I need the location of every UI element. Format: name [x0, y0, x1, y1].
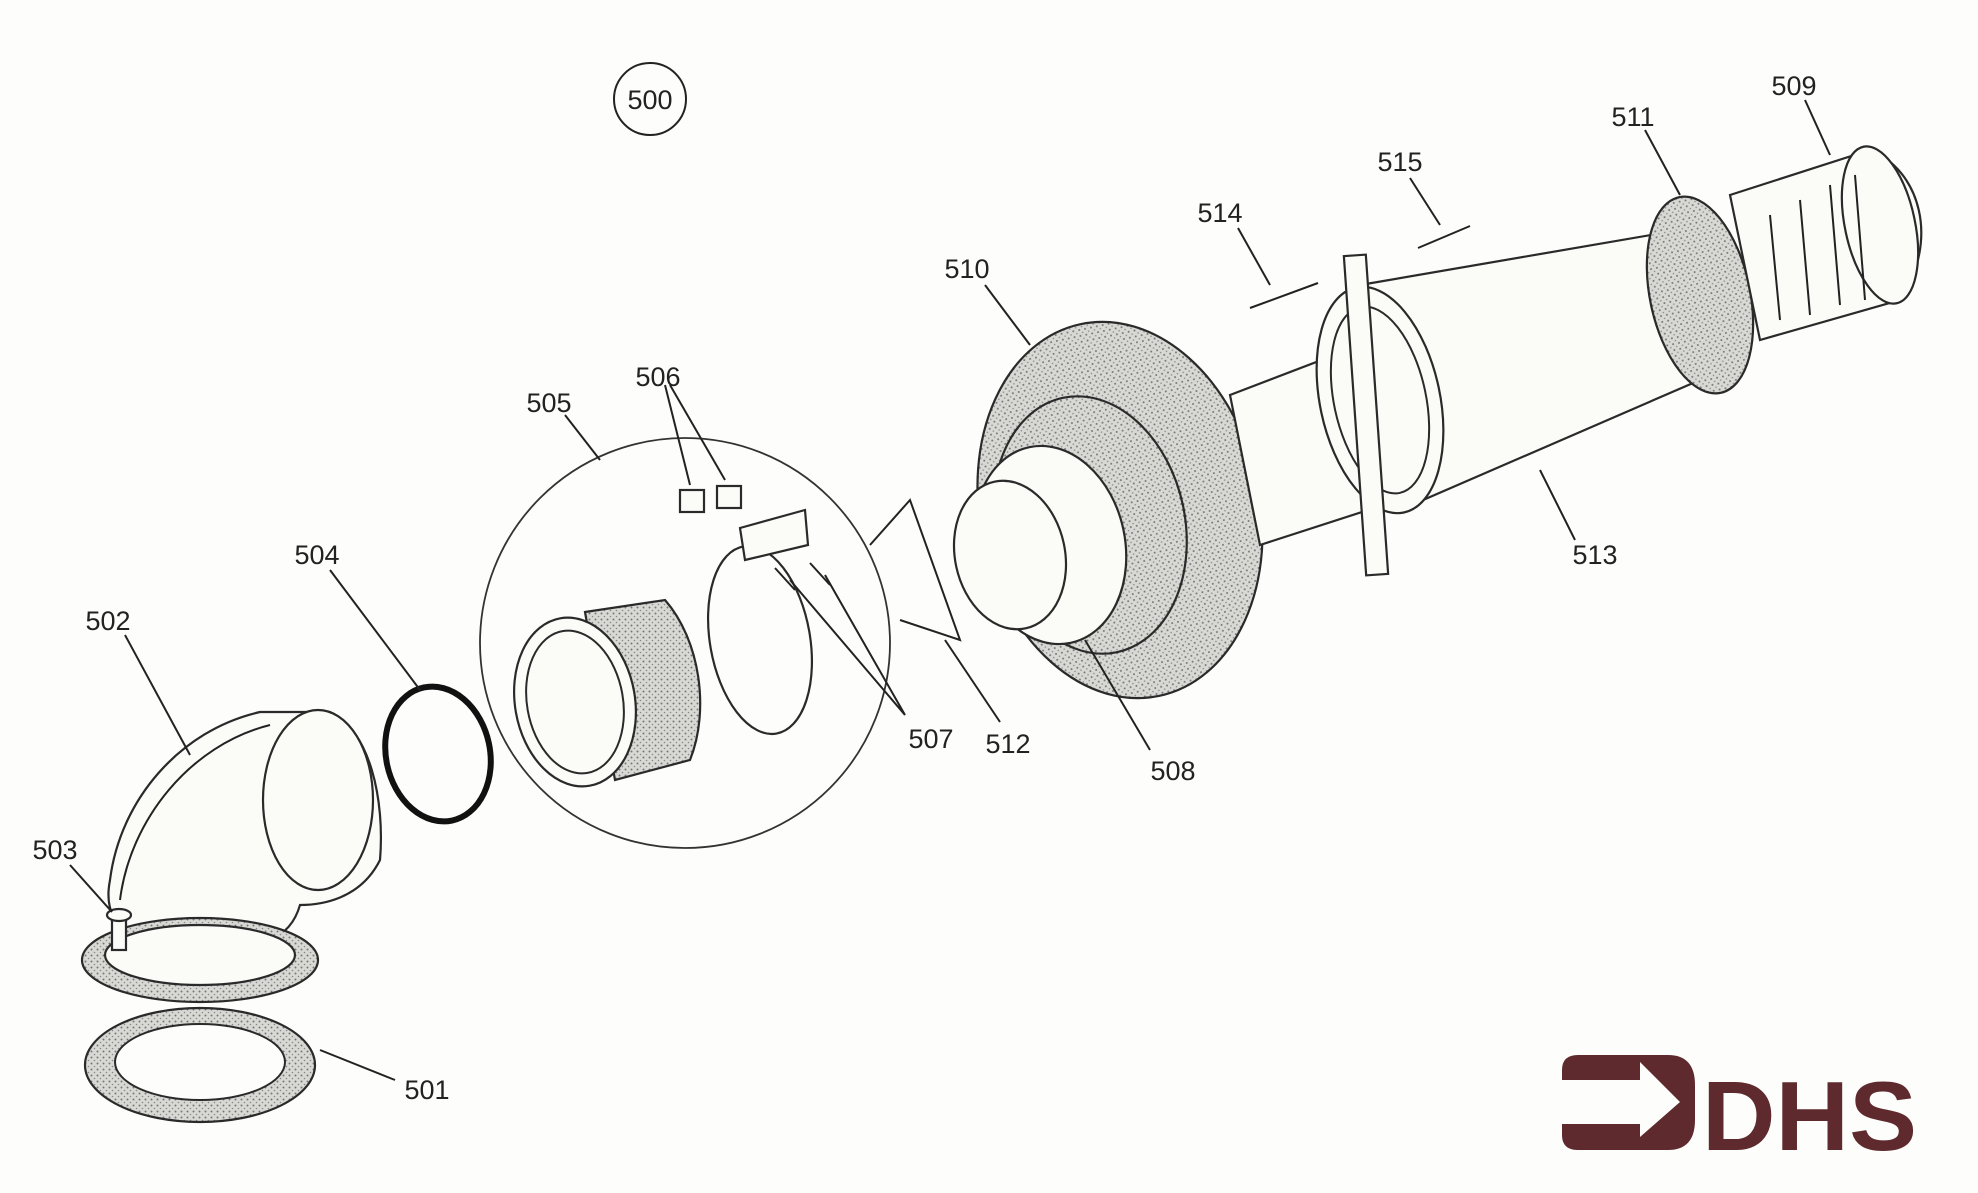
part-506-clip: [678, 488, 706, 514]
label-515: 515: [1377, 147, 1422, 177]
label-512: 512: [985, 729, 1030, 759]
part-506-clip: [715, 484, 743, 510]
part-507-screw: [809, 562, 831, 586]
label-506: 506: [635, 362, 680, 392]
part-512-wire: [869, 498, 962, 642]
part-515-pin: [1417, 225, 1471, 249]
label-509: 509: [1771, 71, 1816, 101]
label-508: 508: [1150, 756, 1195, 786]
part-510-disc: [952, 320, 1264, 700]
label-504: 504: [294, 540, 339, 570]
arrow-logo-icon: [1562, 1055, 1695, 1150]
part-509-terminal: [1728, 145, 1923, 342]
assembly-number-badge: 500: [613, 62, 687, 136]
label-513: 513: [1572, 540, 1617, 570]
leader-lines: [69, 99, 1831, 1081]
bracket: [1342, 253, 1390, 577]
part-502-elbow: [80, 708, 383, 1004]
svg-text:DHS: DHS: [1702, 1061, 1917, 1171]
part-514-pin: [1249, 282, 1319, 309]
label-501: 501: [404, 1075, 449, 1105]
label-503: 503: [32, 835, 77, 865]
part-513-tube: [1228, 228, 1719, 577]
label-510: 510: [944, 254, 989, 284]
dhs-logo: DHS: [1562, 1055, 1917, 1171]
part-507-screw: [774, 567, 796, 591]
label-502: 502: [85, 606, 130, 636]
svg-text:500: 500: [627, 85, 672, 115]
part-503-bolt: [105, 907, 133, 952]
label-507: 507: [908, 724, 953, 754]
part-501-ring: [83, 1006, 317, 1124]
label-505: 505: [526, 388, 571, 418]
label-511: 511: [1611, 102, 1654, 132]
label-514: 514: [1197, 198, 1242, 228]
part-504-gasket: [382, 683, 494, 825]
part-505-detail: [479, 437, 891, 849]
